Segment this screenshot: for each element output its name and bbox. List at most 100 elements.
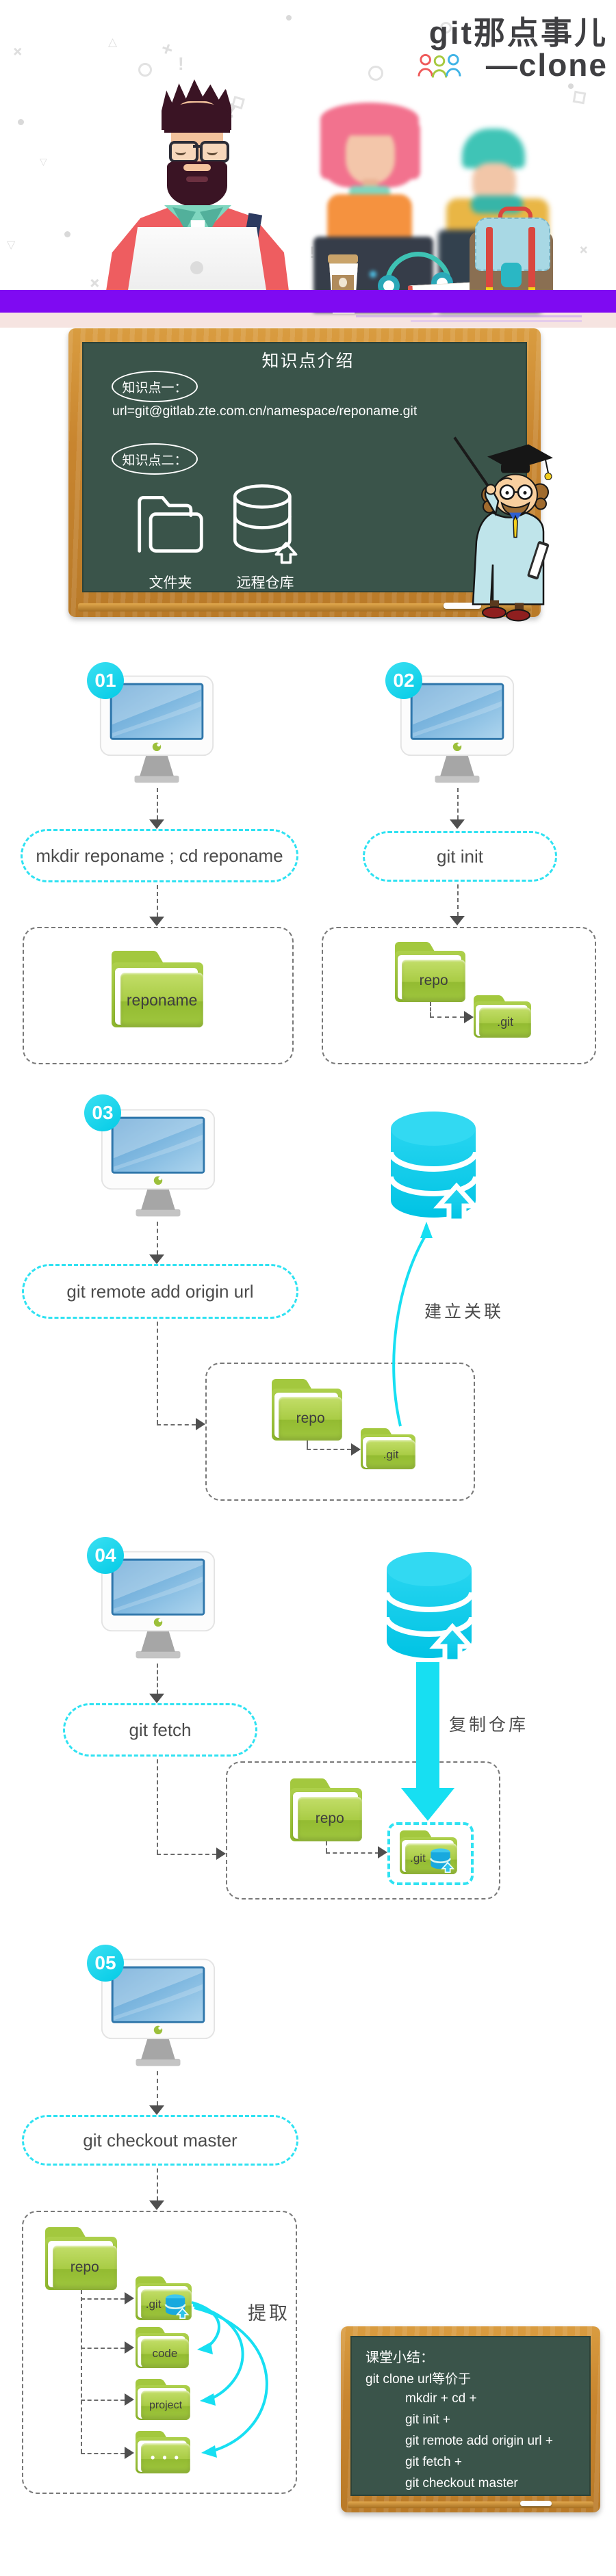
folder-git: .git bbox=[400, 1830, 457, 1874]
folder-label: repo bbox=[296, 1410, 325, 1427]
step-02-result-box bbox=[322, 927, 596, 1064]
folder-label: code bbox=[152, 2346, 178, 2360]
associate-arrow bbox=[392, 1222, 433, 1427]
remote-database-icon bbox=[389, 1109, 491, 1226]
floor-streak bbox=[356, 315, 582, 317]
doodle-triangle-icon: ▽ bbox=[7, 239, 16, 251]
professor-illustration bbox=[453, 436, 553, 622]
step-01-badge: 01 bbox=[87, 662, 124, 699]
doodle-dot-icon bbox=[18, 119, 24, 125]
arrow-right-icon bbox=[196, 1418, 205, 1430]
step-04-annotation: 复制仓库 bbox=[449, 1716, 529, 1735]
arrow-right-icon bbox=[378, 1846, 387, 1858]
step-02-badge: 02 bbox=[385, 662, 422, 699]
chalk-tray bbox=[78, 603, 531, 612]
folder-git: .git bbox=[474, 995, 531, 1038]
folder-label: • • • bbox=[151, 2451, 181, 2465]
command-text: git remote add origin url bbox=[66, 1280, 254, 1302]
arrow-down-icon bbox=[450, 819, 465, 829]
remote-database-icon bbox=[385, 1550, 487, 1666]
step-04-badge: 04 bbox=[87, 1537, 124, 1574]
step-05-badge: 05 bbox=[87, 1945, 124, 1982]
chalk bbox=[520, 2501, 552, 2506]
folder-label: repo bbox=[70, 2259, 99, 2276]
folder-repo: repo bbox=[395, 942, 465, 1002]
summary-line: git remote add origin url + bbox=[405, 2434, 553, 2448]
step-05-command: git checkout master bbox=[22, 2115, 298, 2166]
folder-outline-icon bbox=[134, 483, 207, 564]
doodle-dot-icon bbox=[64, 231, 70, 237]
folder-label: project bbox=[149, 2399, 183, 2411]
summary-line: git init + bbox=[405, 2413, 451, 2427]
step-03-command: git remote add origin url bbox=[22, 1264, 298, 1319]
arrow-right-icon bbox=[125, 2393, 134, 2406]
mini-database-icon bbox=[164, 2294, 190, 2319]
step-01-command: mkdir reponame ; cd reponame bbox=[21, 829, 298, 882]
folder-git: .git bbox=[136, 2276, 192, 2320]
folder-repo: repo bbox=[45, 2227, 117, 2290]
extract-arrows bbox=[191, 2301, 268, 2458]
folder-reponame: reponame bbox=[112, 951, 203, 1027]
doodle-triangle-icon: ▽ bbox=[40, 156, 47, 167]
step-05-result-box bbox=[22, 2211, 297, 2494]
folder-label: reponame bbox=[126, 990, 198, 1009]
arrow-right-icon bbox=[216, 1848, 226, 1860]
page-subtitle: —clone bbox=[485, 47, 608, 83]
step-04-result-box bbox=[226, 1761, 500, 1900]
desk-items bbox=[0, 0, 616, 314]
desk-bar bbox=[0, 290, 616, 313]
step-01-result-box bbox=[23, 927, 294, 1064]
arrow-right-icon bbox=[351, 1443, 361, 1456]
point1-url: url=git@gitlab.zte.com.cn/namespace/repo… bbox=[112, 404, 418, 419]
arrow-down-icon bbox=[149, 1694, 164, 1703]
doodle-circle-icon bbox=[138, 63, 152, 77]
step-02-command: git init bbox=[363, 831, 557, 882]
mini-database-icon bbox=[428, 1848, 455, 1873]
arrow-right-icon bbox=[125, 2292, 134, 2304]
folder-label: .git bbox=[497, 1015, 514, 1029]
intro-board-title: 知识点介绍 bbox=[261, 352, 355, 371]
point1-label: 知识点一： bbox=[112, 371, 198, 402]
step-03-annotation: 建立关联 bbox=[424, 1302, 504, 1322]
arrow-down-icon bbox=[149, 819, 164, 829]
arrow-right-icon bbox=[464, 1011, 474, 1023]
chalk bbox=[444, 603, 481, 609]
remote-caption: 远程仓库 bbox=[236, 575, 294, 591]
copy-repo-arrow bbox=[401, 1662, 454, 1821]
doodle-dot-icon bbox=[568, 83, 574, 89]
folder-repo: repo bbox=[290, 1778, 362, 1841]
point2-label: 知识点二： bbox=[112, 443, 198, 475]
doodle-circle-icon bbox=[440, 22, 452, 34]
folder-label: .git bbox=[145, 2298, 162, 2311]
database-outline-icon bbox=[230, 480, 300, 566]
arrow-down-icon bbox=[450, 916, 465, 925]
floor-streak bbox=[411, 320, 582, 322]
step-03-result-box bbox=[205, 1363, 475, 1501]
step-05-annotation: 提取 bbox=[248, 2303, 290, 2324]
folder-label: .git bbox=[383, 1447, 399, 1461]
arrow-right-icon bbox=[125, 2341, 134, 2354]
command-text: git checkout master bbox=[83, 2129, 238, 2151]
arrow-down-icon bbox=[149, 2105, 164, 2115]
arrow-down-icon bbox=[149, 917, 164, 926]
folder-more: • • • bbox=[136, 2431, 190, 2473]
command-text: mkdir reponame ; cd reponame bbox=[36, 845, 283, 866]
summary-blackboard bbox=[341, 2326, 600, 2512]
folder-label: .git bbox=[410, 1852, 426, 1865]
arrow-down-icon bbox=[149, 1254, 164, 1264]
folder-label: repo bbox=[419, 972, 448, 988]
arrow-right-icon bbox=[125, 2447, 134, 2459]
folder-label: repo bbox=[315, 1811, 344, 1827]
page-title: git那点事儿 bbox=[428, 15, 608, 51]
command-text: git fetch bbox=[129, 1719, 192, 1740]
folder-git: .git bbox=[361, 1428, 415, 1469]
folder-code: code bbox=[136, 2327, 189, 2368]
folder-caption: 文件夹 bbox=[149, 575, 192, 591]
summary-intro: git clone url等价于 bbox=[365, 2372, 472, 2387]
summary-title: 课堂小结： bbox=[365, 2350, 434, 2365]
folder-repo: repo bbox=[272, 1379, 342, 1441]
summary-line: git checkout master bbox=[405, 2476, 518, 2490]
arrow-down-icon bbox=[149, 2200, 164, 2210]
step-04-command: git fetch bbox=[63, 1703, 257, 1757]
